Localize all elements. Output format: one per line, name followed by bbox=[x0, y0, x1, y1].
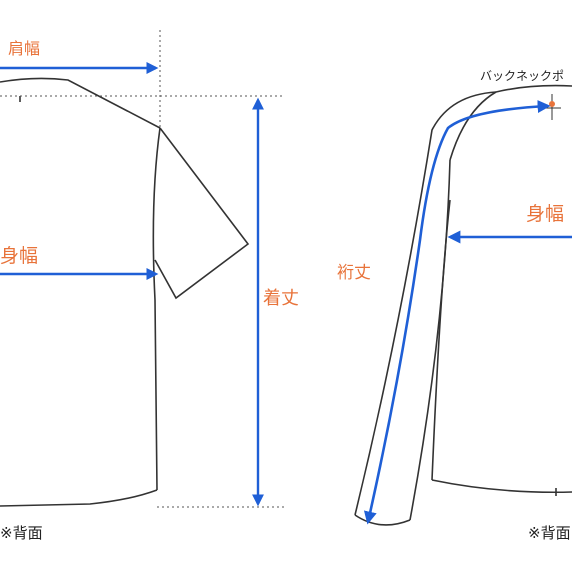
longsleeve-sleeve-inner bbox=[409, 159, 451, 521]
longsleeve-collar bbox=[495, 84, 572, 93]
shoulder-width-label: 肩幅 bbox=[8, 39, 40, 58]
tshirt-measure-arrows bbox=[0, 62, 264, 507]
tshirt-side-seam bbox=[152, 127, 161, 491]
body-width-label-right: 身幅 bbox=[526, 203, 564, 225]
tshirt-shoulder-line bbox=[0, 77, 161, 129]
body-width-label-left: 身幅 bbox=[0, 245, 38, 267]
longsleeve-hem bbox=[431, 479, 572, 494]
longsleeve-sleeve-outer bbox=[354, 91, 497, 516]
length-label: 着丈 bbox=[263, 288, 299, 309]
back-neck-label: バックネックポ bbox=[480, 69, 564, 83]
dot-icon bbox=[549, 101, 555, 107]
sleeve-length-label: 裄丈 bbox=[337, 263, 371, 283]
longsleeve-cuff bbox=[354, 514, 411, 526]
tshirt-hem bbox=[0, 489, 158, 507]
tshirt-outline bbox=[0, 77, 250, 507]
tshirt-sleeve bbox=[154, 127, 250, 300]
back-view-note-right: ※背面 bbox=[528, 524, 571, 542]
tshirt-guides bbox=[0, 30, 285, 508]
longsleeve-side-seam bbox=[431, 199, 451, 481]
longsleeve-outline bbox=[354, 84, 572, 526]
back-view-note-left: ※背面 bbox=[0, 524, 43, 542]
longsleeve-measure-arrows bbox=[363, 100, 572, 525]
sleeve-length-arrow bbox=[363, 100, 551, 525]
